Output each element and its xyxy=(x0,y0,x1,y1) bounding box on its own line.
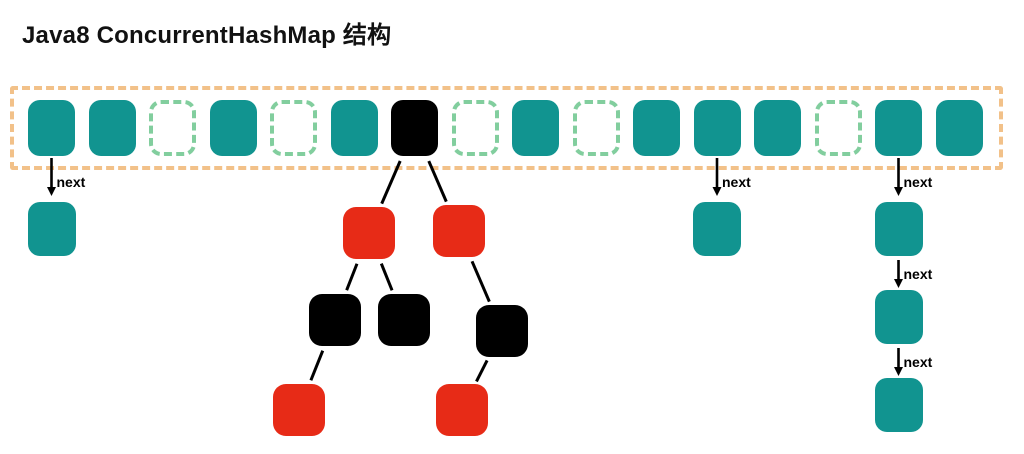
next-arrow-head xyxy=(47,187,56,196)
bucket-cell-7 xyxy=(451,100,499,156)
tree-node-black-left xyxy=(309,294,361,346)
next-arrow-head xyxy=(712,187,722,196)
bucket-cell-13 xyxy=(814,100,862,156)
next-label: next xyxy=(903,174,933,190)
next-arrow-head xyxy=(894,367,903,376)
tree-node-red-bottom-left xyxy=(273,384,325,436)
next-label: next xyxy=(56,174,86,190)
bucket-array-border xyxy=(10,86,1003,170)
next-label: next xyxy=(722,174,751,190)
bucket-cell-1 xyxy=(88,100,136,156)
tree-edge xyxy=(475,359,489,383)
bucket-cell-14 xyxy=(875,100,922,156)
bucket-cell-15 xyxy=(935,100,983,156)
chain-node xyxy=(874,202,923,256)
tree-edge xyxy=(345,263,359,291)
tree-node-black-mid xyxy=(378,294,430,346)
bucket-cell-0 xyxy=(28,100,75,156)
tree-node-red-left xyxy=(343,207,395,259)
bucket-cell-11 xyxy=(693,100,741,156)
next-label: next xyxy=(903,266,933,282)
tree-edge xyxy=(470,260,491,303)
tree-node-black-right xyxy=(476,305,528,357)
tree-edge xyxy=(379,263,394,291)
chain-node xyxy=(27,202,76,256)
bucket-cell-2 xyxy=(149,100,196,156)
bucket-cell-5 xyxy=(330,100,378,156)
bucket-cell-4 xyxy=(270,100,317,156)
tree-node-red-right xyxy=(433,205,485,257)
next-arrow-head xyxy=(894,279,903,288)
bucket-cell-8 xyxy=(512,100,559,156)
diagram-title: Java8 ConcurrentHashMap 结构 xyxy=(22,22,392,49)
chain-node xyxy=(874,378,923,432)
tree-node-red-bottom-right xyxy=(436,384,488,436)
next-arrow-head xyxy=(894,187,903,196)
bucket-cell-12 xyxy=(754,100,801,156)
bucket-cell-3 xyxy=(209,100,257,156)
bucket-cell-6 xyxy=(391,100,438,156)
bucket-cell-10 xyxy=(633,100,680,156)
tree-edge xyxy=(309,350,325,381)
bucket-cell-9 xyxy=(572,100,620,156)
chain-node xyxy=(693,202,741,256)
next-label: next xyxy=(903,354,933,370)
chain-node xyxy=(874,290,923,344)
